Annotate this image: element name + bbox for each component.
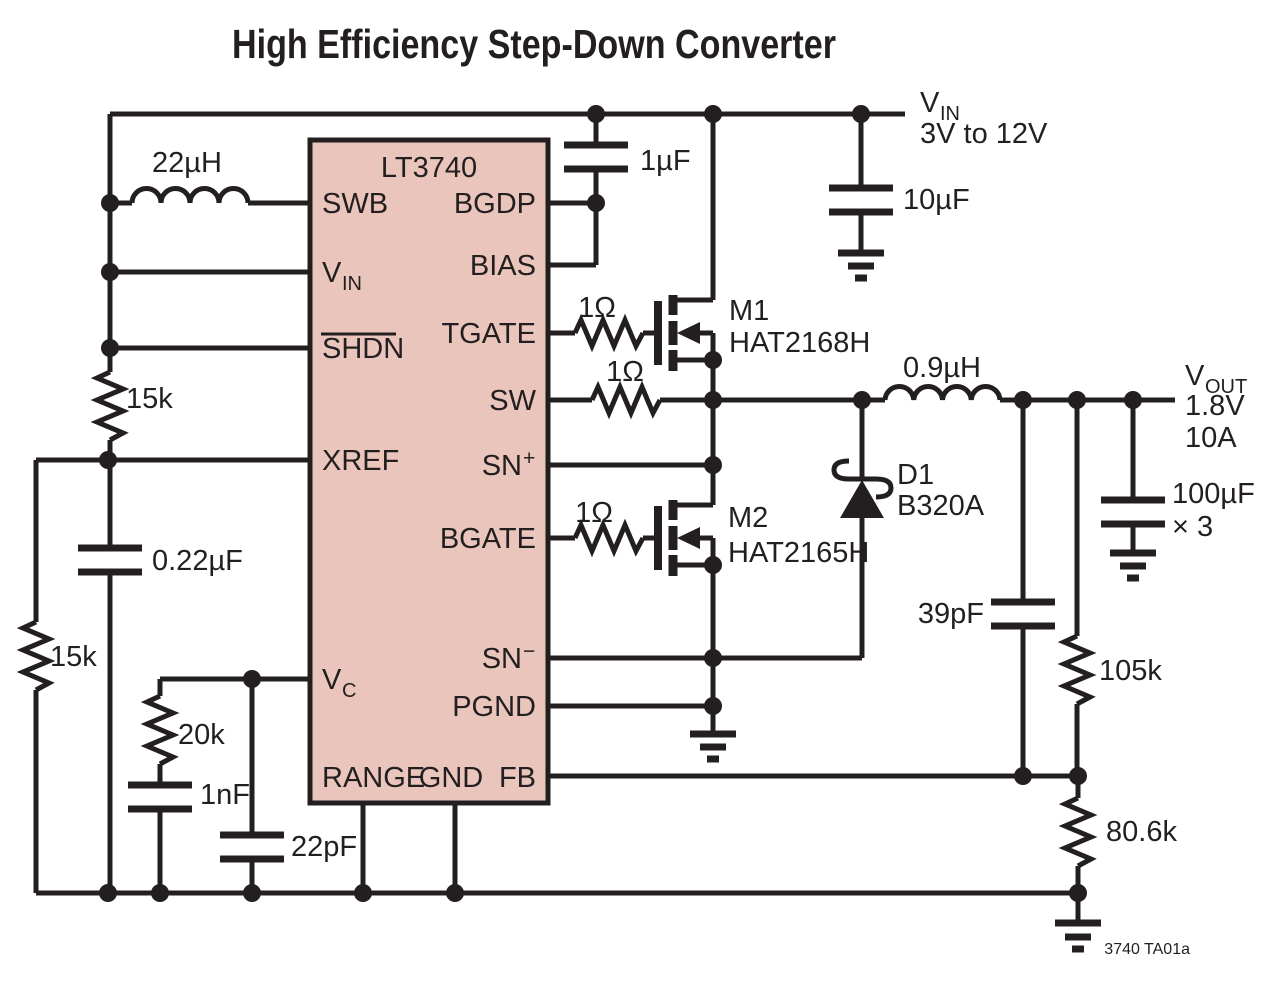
resistor-r-bgate-symbol [572, 518, 646, 558]
pin-label-bgdp: BGDP [454, 188, 536, 220]
ground-symbol-cin [838, 249, 884, 282]
ic-body [307, 137, 551, 806]
pin-label-sw: SW [489, 385, 536, 417]
pin-label-snm: SN [482, 643, 522, 675]
part-label-d1: B320A [897, 490, 985, 522]
figure-caption: 3740 TA01a [1104, 941, 1190, 958]
value-label-r-shdn: 15k [126, 383, 173, 415]
net-label-vin-range: 3V to 12V [920, 118, 1048, 150]
value-label-r-xref: 15k [50, 641, 97, 673]
net-label-vout-sub: OUT [1205, 376, 1247, 398]
part-label-m2: HAT2165H [728, 537, 869, 569]
value-label-c-vc1: 1nF [200, 779, 250, 811]
inductor-l1-symbol [129, 186, 251, 204]
value-label-c-ff: 39pF [918, 598, 984, 630]
pin-label-vc: V [322, 664, 342, 696]
value-label-r-fb-bot: 80.6k [1106, 816, 1177, 848]
value-label-r-sw: 1Ω [606, 356, 644, 388]
resistor-r-vc-symbol [140, 693, 180, 767]
ref-label-d1: D1 [897, 459, 934, 491]
pin-label-fb: FB [499, 762, 536, 794]
pin-label-tgate: TGATE [441, 318, 536, 350]
pin-label-vc-sub: C [342, 680, 356, 702]
value-label-r-bgate: 1Ω [575, 497, 613, 529]
mult-label-c-out: × 3 [1172, 511, 1213, 543]
value-label-r-fb-top: 105k [1099, 655, 1162, 687]
pin-label-swb: SWB [322, 188, 388, 220]
value-label-c-out: 100µF [1172, 478, 1255, 510]
resistor-r-fb-bot-symbol [1058, 795, 1098, 869]
ground-symbol-cout [1110, 549, 1156, 582]
net-label-vout-current: 10A [1185, 422, 1237, 454]
ref-label-m1: M1 [729, 295, 769, 327]
pin-label-gnd: GND [419, 762, 483, 794]
pin-label-vin: V [322, 257, 342, 289]
inductor-l2-symbol [882, 383, 1003, 401]
ic-part-number: LT3740 [381, 152, 477, 184]
value-label-r-vc: 20k [178, 719, 225, 751]
capacitor-c-ff-symbol [991, 598, 1055, 630]
value-label-c-vc2: 22pF [291, 831, 357, 863]
pin-label-snp-sup: + [523, 447, 535, 470]
net-label-vout-voltage: 1.8V [1185, 390, 1245, 422]
capacitor-c-xref-symbol [78, 544, 142, 576]
part-label-m1: HAT2168H [729, 327, 870, 359]
mosfet-m2-symbol [654, 500, 713, 576]
value-label-c-bias: 1µF [640, 145, 691, 177]
resistor-r-tgate-symbol [572, 313, 646, 353]
resistor-r-fb-top-symbol [1057, 633, 1097, 707]
resistor-r-shdn-symbol [90, 369, 130, 443]
value-label-l2: 0.9µH [903, 352, 981, 384]
value-label-c-xref: 0.22µF [152, 545, 243, 577]
pin-label-pgnd: PGND [452, 691, 536, 723]
net-label-vout: V [1185, 360, 1205, 392]
pin-label-snp: SN [482, 450, 522, 482]
value-label-c-in: 10µF [903, 184, 970, 216]
junction-dots [99, 105, 1142, 902]
capacitor-c-bias-symbol [564, 141, 628, 173]
schematic-title: High Efficiency Step-Down Converter [232, 21, 836, 67]
pin-label-range: RANGE [322, 762, 425, 794]
pin-label-xref: XREF [322, 445, 399, 477]
ground-symbol-fb [1055, 919, 1101, 953]
capacitor-c-vc2-symbol [220, 831, 284, 863]
capacitor-c-out-symbol [1101, 496, 1165, 528]
ref-label-m2: M2 [728, 502, 768, 534]
capacitor-c-vc1-symbol [128, 781, 192, 813]
pin-label-bgate: BGATE [440, 523, 536, 555]
capacitor-c-in-symbol [829, 184, 893, 216]
ground-symbol-pgnd [690, 730, 736, 763]
pin-label-bias: BIAS [470, 250, 536, 282]
value-label-l1: 22µH [152, 147, 222, 179]
net-label-vin: V [920, 87, 940, 119]
resistor-r-xref-symbol [16, 619, 56, 693]
value-label-r-tgate: 1Ω [578, 292, 616, 324]
pin-label-snm-sup: − [523, 640, 535, 663]
net-label-vin-sub: IN [940, 103, 960, 125]
pin-label-shdn: SHDN [322, 333, 404, 365]
pin-label-vin-sub: IN [342, 273, 362, 295]
diode-d1-symbol [831, 458, 894, 518]
resistor-r-sw-symbol [589, 380, 663, 420]
